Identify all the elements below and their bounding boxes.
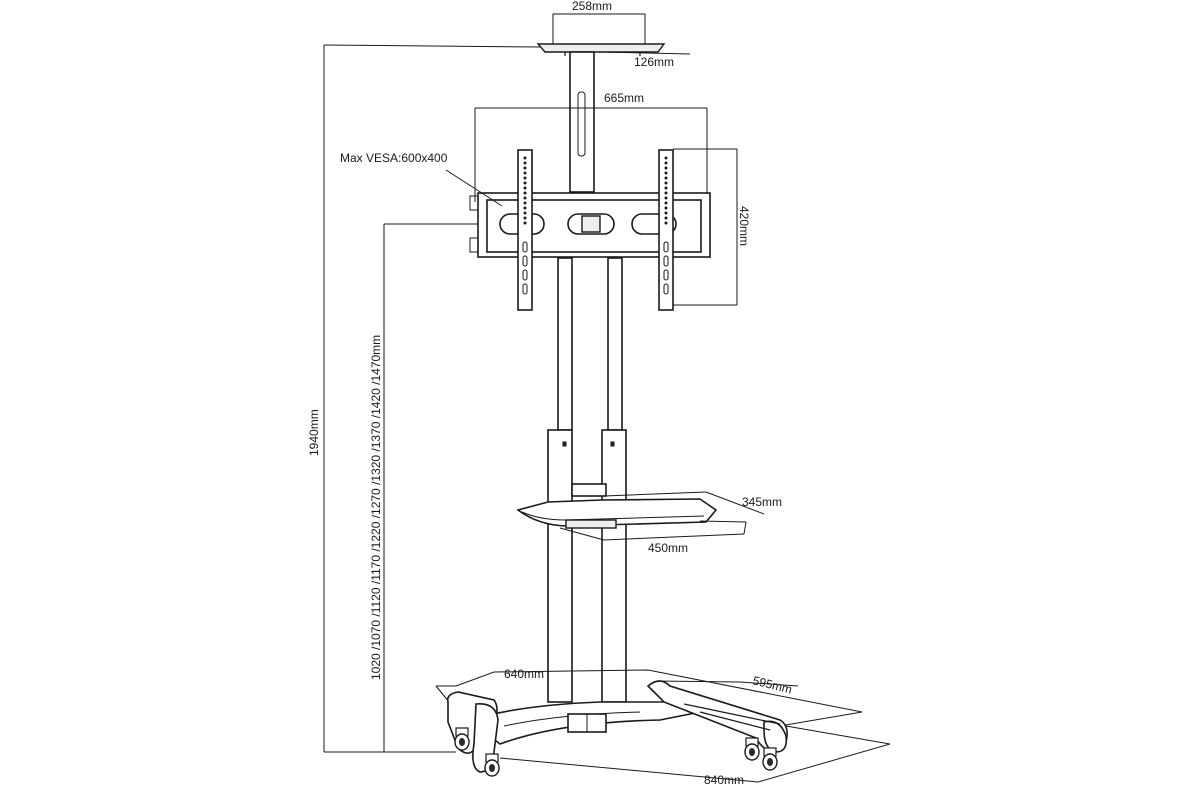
max-vesa-leader: [445, 169, 503, 207]
upper-column: [569, 51, 595, 193]
middle-shelf: [516, 498, 718, 529]
vesa-hole: [664, 216, 668, 220]
caster-wheel: [484, 753, 500, 777]
vesa-hole: [523, 196, 527, 200]
vesa-hole: [664, 221, 668, 225]
camera-shelf: [536, 13, 666, 56]
vesa-hole: [523, 166, 527, 170]
vesa-hole: [523, 206, 527, 210]
casters: [454, 727, 778, 777]
vesa-hole: [664, 191, 668, 195]
vesa-hole: [523, 171, 527, 175]
camera-shelf-width-label: 258mm: [572, 0, 612, 13]
vesa-hole: [664, 201, 668, 205]
vesa-hole: [664, 176, 668, 180]
vesa-hole: [523, 161, 527, 165]
base-depth-dimension: [655, 680, 799, 687]
caster-wheel: [744, 737, 760, 761]
vesa-hole: [664, 171, 668, 175]
max-vesa-label: Max VESA:600x400: [340, 151, 448, 165]
vesa-hole: [523, 156, 527, 160]
vesa-slot: [663, 241, 669, 253]
vesa-hole: [523, 186, 527, 190]
base-width-label: 840mm: [704, 773, 744, 787]
vesa-slot: [522, 241, 528, 253]
vesa-slot: [522, 283, 528, 295]
shelf-width-label: 450mm: [648, 541, 688, 555]
bracket-width-label: 665mm: [604, 91, 644, 105]
vesa-hole: [664, 181, 668, 185]
main-posts: [547, 257, 627, 703]
vesa-hole: [664, 196, 668, 200]
vesa-hole: [523, 176, 527, 180]
vesa-hole: [523, 211, 527, 215]
vesa-slot: [522, 269, 528, 281]
mounting-plate: [469, 192, 711, 258]
vesa-slot: [663, 269, 669, 281]
bracket-height-label: 420mm: [737, 206, 751, 246]
vesa-hole: [664, 206, 668, 210]
vesa-hole: [664, 161, 668, 165]
vesa-slot: [663, 283, 669, 295]
right-vesa-arm: [658, 149, 674, 311]
vesa-hole: [523, 221, 527, 225]
shelf-depth-label: 345mm: [742, 495, 782, 509]
caster-wheel: [762, 747, 778, 771]
vesa-hole: [664, 186, 668, 190]
base-depth-label: 595mm: [751, 673, 793, 696]
caster-wheel: [454, 727, 470, 751]
vesa-hole: [523, 181, 527, 185]
adjustable-height-dimension: [383, 223, 478, 752]
vesa-hole: [664, 156, 668, 160]
vesa-hole: [523, 191, 527, 195]
shelf-width-dimension: [559, 521, 747, 541]
vesa-hole: [523, 216, 527, 220]
adjustable-height-label: 1020 /1070 /1120 /1170 /1220 /1270 /1320…: [369, 335, 383, 680]
vesa-slot: [663, 255, 669, 267]
total-height-dimension: [323, 44, 541, 753]
base-frame: [446, 680, 788, 773]
vesa-slot: [522, 255, 528, 267]
base-inner-width-label: 640mm: [504, 667, 544, 681]
shelf-depth-dimension: [603, 491, 765, 523]
base-width-dimension: [499, 725, 891, 783]
vesa-hole: [664, 166, 668, 170]
left-vesa-arm: [517, 149, 533, 311]
bracket-height-dimension: [673, 148, 738, 306]
camera-shelf-depth-label: 126mm: [634, 55, 674, 69]
total-height-label: 1940mm: [307, 409, 321, 456]
bracket-width-dimension: [474, 107, 708, 202]
vesa-hole: [664, 211, 668, 215]
vesa-hole: [523, 201, 527, 205]
